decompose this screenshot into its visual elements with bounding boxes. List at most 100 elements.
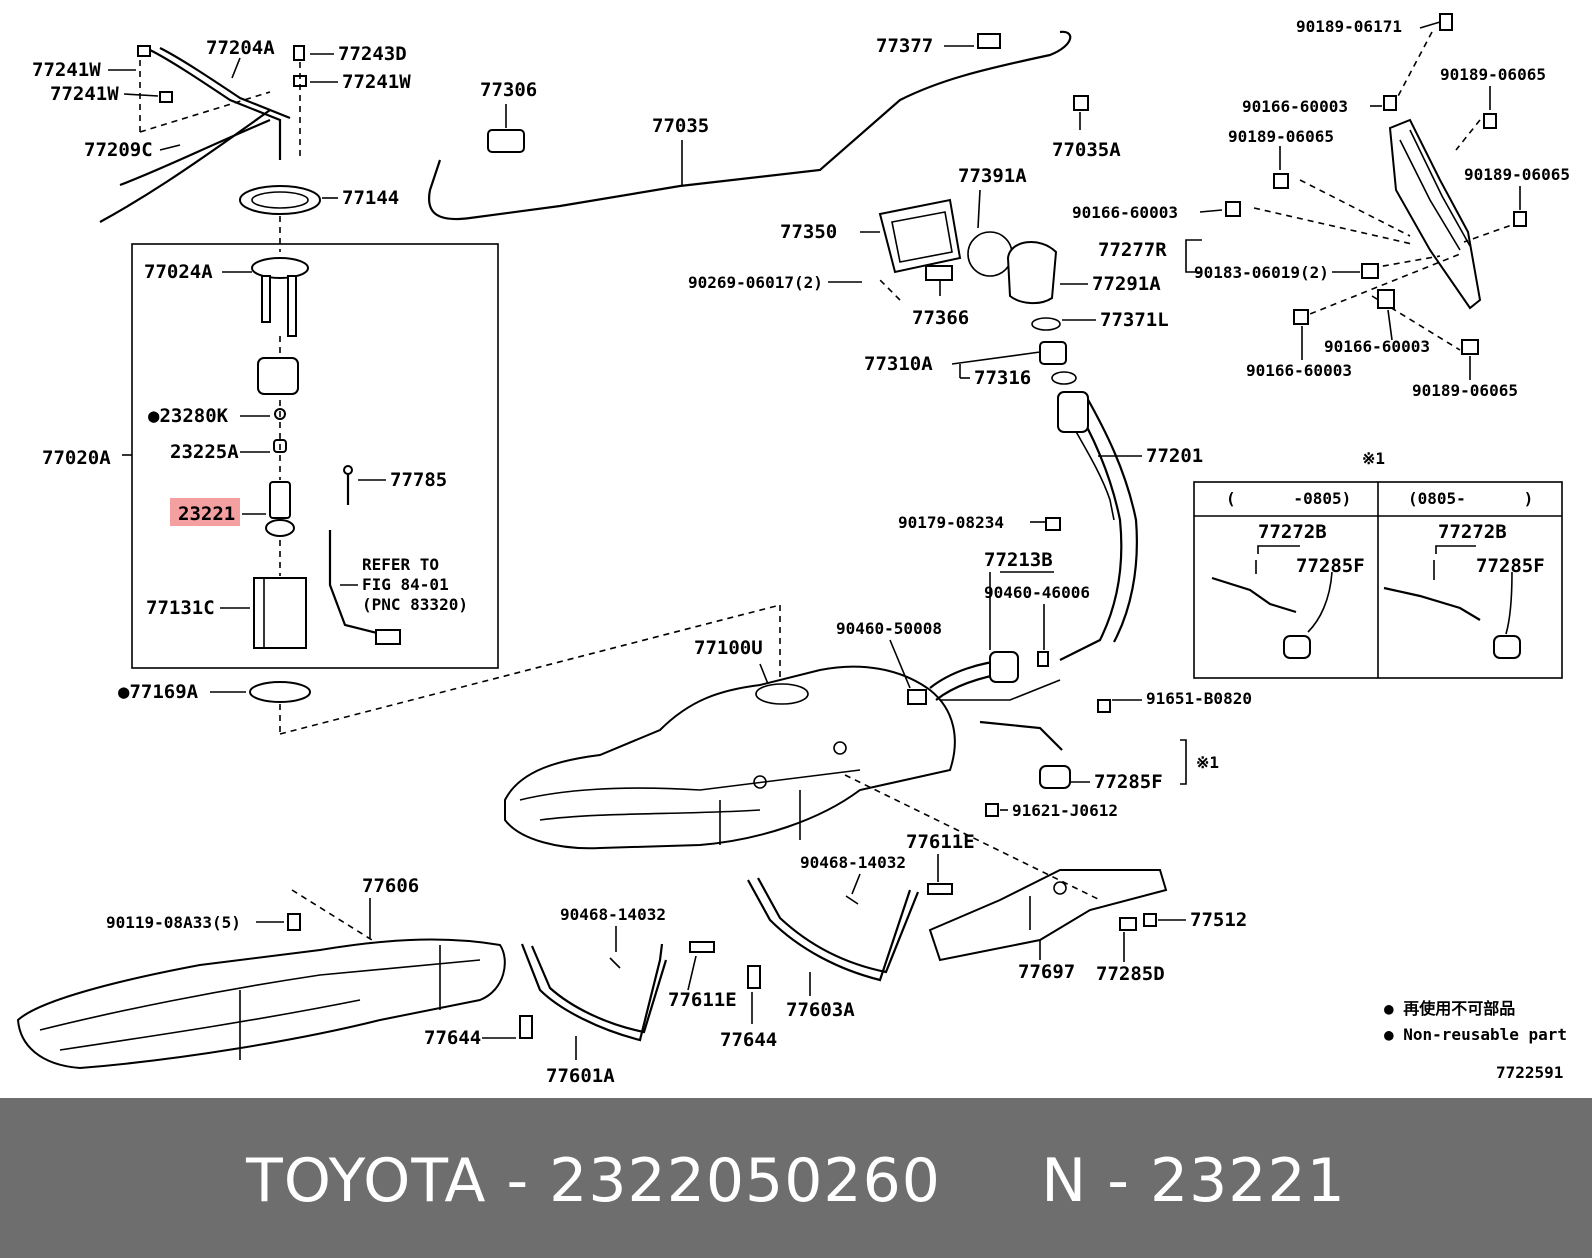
footer-bar: TOYOTA - 2322050260 N - 23221 <box>0 1098 1592 1258</box>
label-77512: 77512 <box>1190 909 1247 931</box>
parts-diagram: 77241W 77241W 77204A 77243D 77241W 77209… <box>16 13 1570 1087</box>
label-77144: 77144 <box>342 187 399 209</box>
label-77213B: 77213B <box>984 549 1053 571</box>
pump-jacket-77131C <box>253 577 307 649</box>
pump-filter-body <box>257 357 299 395</box>
pump-bracket-77024A <box>251 257 309 279</box>
label-90179: 90179-08234 <box>898 513 1004 532</box>
label-inset-right-head: (0805- ) <box>1408 489 1533 508</box>
label-77785: 77785 <box>390 469 447 491</box>
label-77644-b: 77644 <box>720 1029 777 1051</box>
label-90189-06065-b: 90189-06065 <box>1228 127 1334 146</box>
label-77024A: 77024A <box>144 261 213 283</box>
label-77131C: 77131C <box>146 597 215 619</box>
label-90460-50008: 90460-50008 <box>836 619 942 638</box>
skid-plate-77606 <box>16 938 506 1070</box>
label-90189-06065-d: 90189-06065 <box>1412 381 1518 400</box>
fuel-cap-77310A <box>1039 341 1067 365</box>
label-77316: 77316 <box>974 367 1031 389</box>
lock-ring-77144 <box>239 185 321 215</box>
label-90189-06065-a: 90189-06065 <box>1440 65 1546 84</box>
label-77285D: 77285D <box>1096 963 1165 985</box>
label-note-mark: ※1 <box>1362 449 1385 468</box>
diagram-canvas: 77241W 77241W 77204A 77243D 77241W 77209… <box>16 13 1570 1087</box>
label-23225A: 23225A <box>170 441 239 463</box>
label-77285F-right: 77285F <box>1476 555 1545 577</box>
legend-japanese: ● 再使用不可部品 <box>1384 999 1515 1018</box>
label-77306: 77306 <box>480 79 537 101</box>
label-77209C: 77209C <box>84 139 153 161</box>
label-90468-b: 90468-14032 <box>560 905 666 924</box>
part-labels: 77241W 77241W 77204A 77243D 77241W 77209… <box>32 17 1570 1087</box>
label-90166-c: 90166-60003 <box>1324 337 1430 356</box>
label-inset-left-head: ( -0805) <box>1226 489 1351 508</box>
gasket-77169A <box>249 681 311 703</box>
label-77243D: 77243D <box>338 43 407 65</box>
label-77241W-b: 77241W <box>50 83 119 105</box>
o-ring-77391A <box>967 231 1013 277</box>
label-77285F-left: 77285F <box>1296 555 1365 577</box>
hose-77213B <box>989 651 1019 683</box>
fuel-door-77350 <box>878 198 962 274</box>
label-77035A: 77035A <box>1052 139 1121 161</box>
label-90460-46006: 90460-46006 <box>984 583 1090 602</box>
label-90269: 90269-06017(2) <box>688 273 823 292</box>
label-77644-a: 77644 <box>424 1027 481 1049</box>
legend-english: ● Non-reusable part <box>1384 1025 1567 1044</box>
label-77020A: 77020A <box>42 447 111 469</box>
label-90189-06065-c: 90189-06065 <box>1464 165 1570 184</box>
filler-housing-77291A <box>1006 240 1058 304</box>
label-77310A: 77310A <box>864 353 933 375</box>
vent-line-77035 <box>427 30 1072 221</box>
label-23221: 23221 <box>178 503 235 525</box>
label-77100U: 77100U <box>694 637 763 659</box>
fuel-tank-77100U <box>504 665 956 850</box>
fuel-line-77204A <box>149 49 282 160</box>
label-77204A: 77204A <box>206 37 275 59</box>
label-77277R: 77277R <box>1098 239 1167 261</box>
label-77169A: ●77169A <box>118 681 199 703</box>
label-77391A: 77391A <box>958 165 1027 187</box>
label-77366: 77366 <box>912 307 969 329</box>
label-90166-b: 90166-60003 <box>1072 203 1178 222</box>
highlight-23221 <box>170 498 240 526</box>
strap-77603A <box>747 879 912 982</box>
label-note-mark-2: ※1 <box>1196 753 1219 772</box>
label-90166-a: 90166-60003 <box>1242 97 1348 116</box>
label-90183: 90183-06019(2) <box>1194 263 1329 282</box>
label-90189-06171: 90189-06171 <box>1296 17 1402 36</box>
label-77603A: 77603A <box>786 999 855 1021</box>
label-77035: 77035 <box>652 115 709 137</box>
label-77606: 77606 <box>362 875 419 897</box>
label-77285F-main: 77285F <box>1094 771 1163 793</box>
label-91621: 91621-J0612 <box>1012 801 1118 820</box>
bracket-77697 <box>928 869 1168 962</box>
label-refer-3: (PNC 83320) <box>362 595 468 614</box>
footer-part-number: TOYOTA - 2322050260 N - 23221 <box>246 1146 1346 1216</box>
label-90119: 90119-08A33(5) <box>106 913 241 932</box>
strap-77601A <box>520 943 664 1042</box>
label-90166-d: 90166-60003 <box>1246 361 1352 380</box>
label-77697: 77697 <box>1018 961 1075 983</box>
label-91651: 91651-B0820 <box>1146 689 1252 708</box>
label-77601A: 77601A <box>546 1065 615 1087</box>
label-77272B-right: 77272B <box>1438 521 1507 543</box>
label-77291A: 77291A <box>1092 273 1161 295</box>
label-77241W-a: 77241W <box>32 59 101 81</box>
fuel-line-77209C <box>119 118 271 187</box>
clamp-77285F <box>1039 765 1071 789</box>
label-77241W-c: 77241W <box>342 71 411 93</box>
label-77377: 77377 <box>876 35 933 57</box>
vent-valve-77306 <box>487 129 525 153</box>
fuel-pump-23221 <box>269 481 291 519</box>
figure-id: 7722591 <box>1496 1063 1563 1082</box>
label-77611E-b: 77611E <box>668 989 737 1011</box>
label-23280K: ●23280K <box>148 405 229 427</box>
label-77272B-left: 77272B <box>1258 521 1327 543</box>
label-refer-1: REFER TO <box>362 555 439 574</box>
label-77371L: 77371L <box>1100 309 1169 331</box>
label-77350: 77350 <box>780 221 837 243</box>
label-77611E-a: 77611E <box>906 831 975 853</box>
filler-pipe-77201 <box>1059 399 1123 661</box>
label-77201: 77201 <box>1146 445 1203 467</box>
